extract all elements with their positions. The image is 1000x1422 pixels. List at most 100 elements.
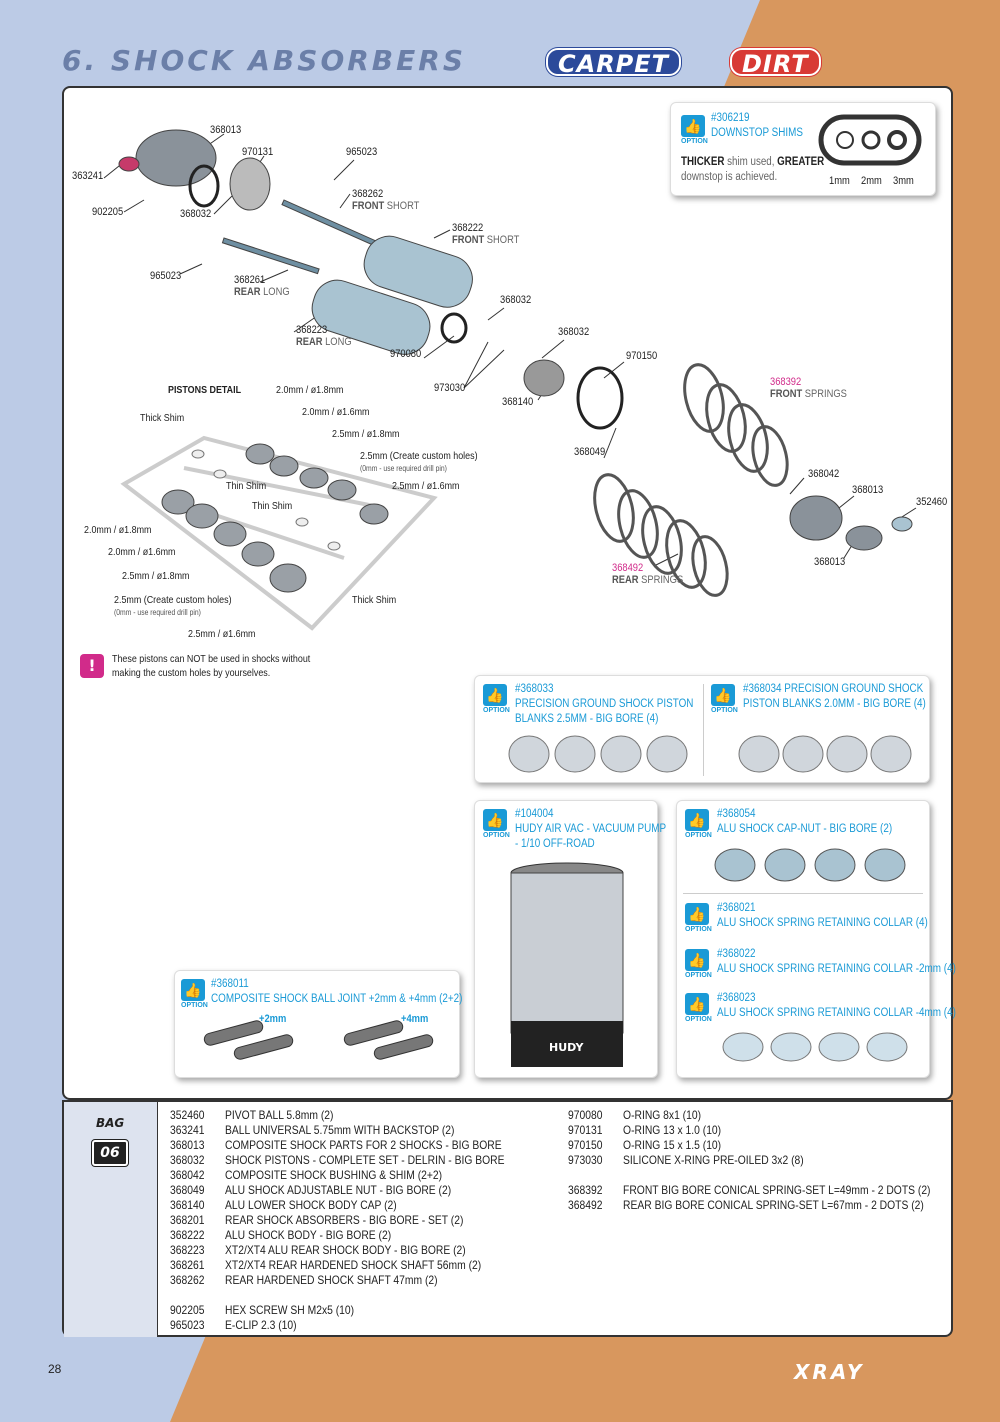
- part-description: PIVOT BALL 5.8mm (2): [225, 1108, 334, 1122]
- part-code: 965023: [170, 1318, 205, 1332]
- thin-shim-label: Thin Shim: [226, 480, 267, 492]
- bag-number: 06: [92, 1140, 128, 1166]
- label-368049: 368049: [574, 446, 606, 458]
- divider: [703, 684, 704, 776]
- part-code: 368013: [170, 1138, 205, 1152]
- pistons-detail-title: PISTONS DETAIL: [168, 384, 242, 396]
- piston-left-20-16: 2.0mm / ø1.6mm: [108, 546, 176, 558]
- shims-image: [818, 114, 922, 166]
- label-970131: 970131: [242, 146, 274, 158]
- vacuum-pump-image: [510, 862, 624, 1067]
- part-row: 368042 COMPOSITE SHOCK BUSHING & SHIM (2+…: [170, 1168, 442, 1182]
- ball-joint-image: [203, 1020, 434, 1060]
- option-icon: 👍: [685, 809, 709, 831]
- carpet-badge: CARPET: [546, 48, 682, 78]
- part-description: ALU SHOCK BODY - BIG BORE (2): [225, 1228, 392, 1242]
- piston-left-20-18: 2.0mm / ø1.8mm: [84, 524, 152, 536]
- piston-label-25-custom: 2.5mm (Create custom holes)(0mm - use re…: [360, 450, 478, 473]
- option-icon: 👍: [483, 809, 507, 831]
- option-icon: 👍: [685, 903, 709, 925]
- label-368032c: 368032: [558, 326, 590, 338]
- label-965023: 965023: [346, 146, 378, 158]
- label-368032: 368032: [180, 208, 212, 220]
- part-row: 368492 REAR BIG BORE CONICAL SPRING-SET L…: [568, 1198, 924, 1212]
- option-icon: 👍: [483, 684, 507, 706]
- part-code: 368201: [170, 1213, 205, 1227]
- part-row: 902205 HEX SCREW SH M2x5 (10): [170, 1303, 354, 1317]
- thin-shim-label-2: Thin Shim: [252, 500, 293, 512]
- part-description: SILICONE X-RING PRE-OILED 3x2 (8): [623, 1153, 804, 1167]
- label-368032b: 368032: [500, 294, 532, 306]
- piston-blanks-image: [508, 735, 912, 773]
- piston-label-20-16: 2.0mm / ø1.6mm: [302, 406, 370, 418]
- piston-left-25-custom: 2.5mm (Create custom holes)(0mm - use re…: [114, 594, 232, 617]
- piston-bottom-25-16: 2.5mm / ø1.6mm: [188, 628, 256, 640]
- part-description: HEX SCREW SH M2x5 (10): [225, 1303, 355, 1317]
- option-icon: 👍: [181, 979, 205, 1001]
- shim-2mm: 2mm: [861, 175, 882, 187]
- part-code: 368492: [568, 1198, 603, 1212]
- divider: [683, 893, 923, 894]
- label-970150: 970150: [626, 350, 658, 362]
- part-description: XT2/XT4 ALU REAR SHOCK BODY - BIG BORE (…: [225, 1243, 466, 1257]
- part-code: 368392: [568, 1183, 603, 1197]
- shim-1mm: 1mm: [829, 175, 850, 187]
- part-description: O-RING 8x1 (10): [623, 1108, 702, 1122]
- ball-joint-plus4: +4mm: [401, 1013, 429, 1025]
- part-row: 368222 ALU SHOCK BODY - BIG BORE (2): [170, 1228, 391, 1242]
- label-368140: 368140: [502, 396, 534, 408]
- part-description: SHOCK PISTONS - COMPLETE SET - DELRIN - …: [225, 1153, 505, 1167]
- option-icon: 👍: [685, 993, 709, 1015]
- part-description: COMPOSITE SHOCK PARTS FOR 2 SHOCKS - BIG…: [225, 1138, 502, 1152]
- piston-label-20-18: 2.0mm / ø1.8mm: [276, 384, 344, 396]
- part-code: 368140: [170, 1198, 205, 1212]
- dirt-badge: DIRT: [730, 48, 821, 78]
- part-row: 965023 E-CLIP 2.3 (10): [170, 1318, 297, 1332]
- bag-strip: BAG 06: [64, 1102, 158, 1337]
- capnut-image: [714, 848, 906, 882]
- part-description: ALU LOWER SHOCK BODY CAP (2): [225, 1198, 397, 1212]
- piston-left-25-18: 2.5mm / ø1.8mm: [122, 570, 190, 582]
- part-description: REAR SHOCK ABSORBERS - BIG BORE - SET (2…: [225, 1213, 464, 1227]
- part-code: 368042: [170, 1168, 205, 1182]
- piston-label-25-18: 2.5mm / ø1.8mm: [332, 428, 400, 440]
- part-description: COMPOSITE SHOCK BUSHING & SHIM (2+2): [225, 1168, 443, 1182]
- label-363241: 363241: [72, 170, 104, 182]
- label-352460: 352460: [916, 496, 948, 508]
- part-description: E-CLIP 2.3 (10): [225, 1318, 297, 1332]
- hudy-brand: HUDY: [549, 1041, 584, 1054]
- option-icon: 👍: [685, 949, 709, 971]
- part-code: 352460: [170, 1108, 205, 1122]
- part-code: 368261: [170, 1258, 205, 1272]
- part-description: REAR BIG BORE CONICAL SPRING-SET L=67mm …: [623, 1198, 924, 1212]
- label-902205: 902205: [92, 206, 124, 218]
- label-368042: 368042: [808, 468, 840, 480]
- label-368013: 368013: [210, 124, 242, 136]
- part-row: 368140 ALU LOWER SHOCK BODY CAP (2): [170, 1198, 397, 1212]
- warning-icon: !: [80, 654, 104, 678]
- part-code: 368049: [170, 1183, 205, 1197]
- part-code: 368222: [170, 1228, 205, 1242]
- label-970080: 970080: [390, 348, 422, 360]
- part-row: 368013 COMPOSITE SHOCK PARTS FOR 2 SHOCKS…: [170, 1138, 502, 1152]
- part-code: 902205: [170, 1303, 205, 1317]
